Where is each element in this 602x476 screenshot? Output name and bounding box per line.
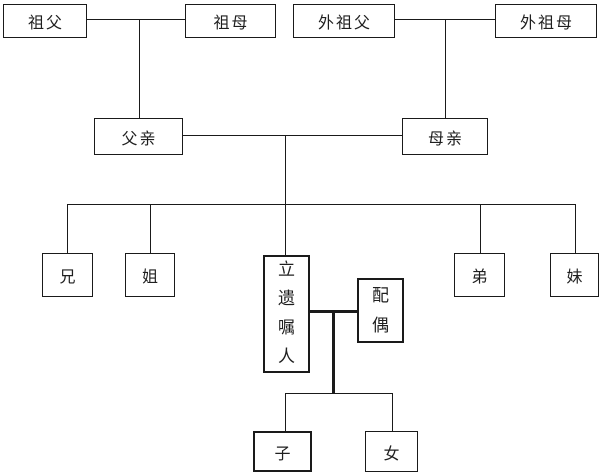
edge-children-bus xyxy=(285,393,393,394)
edge-drop-younger-sister xyxy=(575,204,576,253)
edge-drop-son xyxy=(285,393,286,431)
node-elder-sister-label: 姐 xyxy=(141,267,160,286)
edge-sibling-bus xyxy=(67,204,576,205)
node-paternal-grandfather-label: 祖父 xyxy=(27,13,64,32)
node-maternal-grandfather-label: 外祖父 xyxy=(317,13,372,32)
node-younger-brother-label: 弟 xyxy=(471,267,490,286)
edge-drop-elder-brother xyxy=(67,204,68,253)
node-son: 子 xyxy=(253,431,312,472)
node-daughter-label: 女 xyxy=(383,443,402,463)
node-spouse-label: 配偶 xyxy=(371,285,389,336)
node-maternal-grandmother-label: 外祖母 xyxy=(519,13,574,32)
edge-couple-drop xyxy=(332,310,335,394)
node-spouse: 配偶 xyxy=(357,278,404,343)
edge-father-mother-marriage xyxy=(183,135,402,136)
node-testator: 立遗嘱人 xyxy=(263,255,310,373)
node-daughter: 女 xyxy=(365,431,418,472)
node-younger-sister-label: 妹 xyxy=(566,267,585,286)
node-father-label: 父亲 xyxy=(121,128,158,148)
edge-drop-younger-brother xyxy=(480,204,481,253)
node-paternal-grandmother: 祖母 xyxy=(185,4,276,38)
node-elder-brother: 兄 xyxy=(42,253,93,297)
edge-paternal-grandparents-to-father xyxy=(139,19,140,118)
node-mother: 母亲 xyxy=(402,118,488,155)
node-paternal-grandfather: 祖父 xyxy=(3,4,87,38)
node-maternal-grandfather: 外祖父 xyxy=(293,4,395,38)
edge-parents-drop xyxy=(285,135,286,204)
node-father: 父亲 xyxy=(94,118,183,155)
node-younger-sister: 妹 xyxy=(550,253,599,297)
node-maternal-grandmother: 外祖母 xyxy=(495,4,597,38)
node-younger-brother: 弟 xyxy=(454,253,505,297)
node-mother-label: 母亲 xyxy=(427,128,464,148)
edge-drop-testator xyxy=(285,204,286,255)
node-elder-brother-label: 兄 xyxy=(59,267,78,286)
edge-paternal-grandparents-marriage xyxy=(87,19,185,20)
node-testator-label: 立遗嘱人 xyxy=(277,260,295,367)
node-son-label: 子 xyxy=(274,443,293,463)
node-paternal-grandmother-label: 祖母 xyxy=(213,13,250,32)
edge-drop-elder-sister xyxy=(150,204,151,253)
edge-drop-daughter xyxy=(392,393,393,431)
edge-maternal-grandparents-to-mother xyxy=(445,19,446,118)
node-elder-sister: 姐 xyxy=(125,253,175,297)
